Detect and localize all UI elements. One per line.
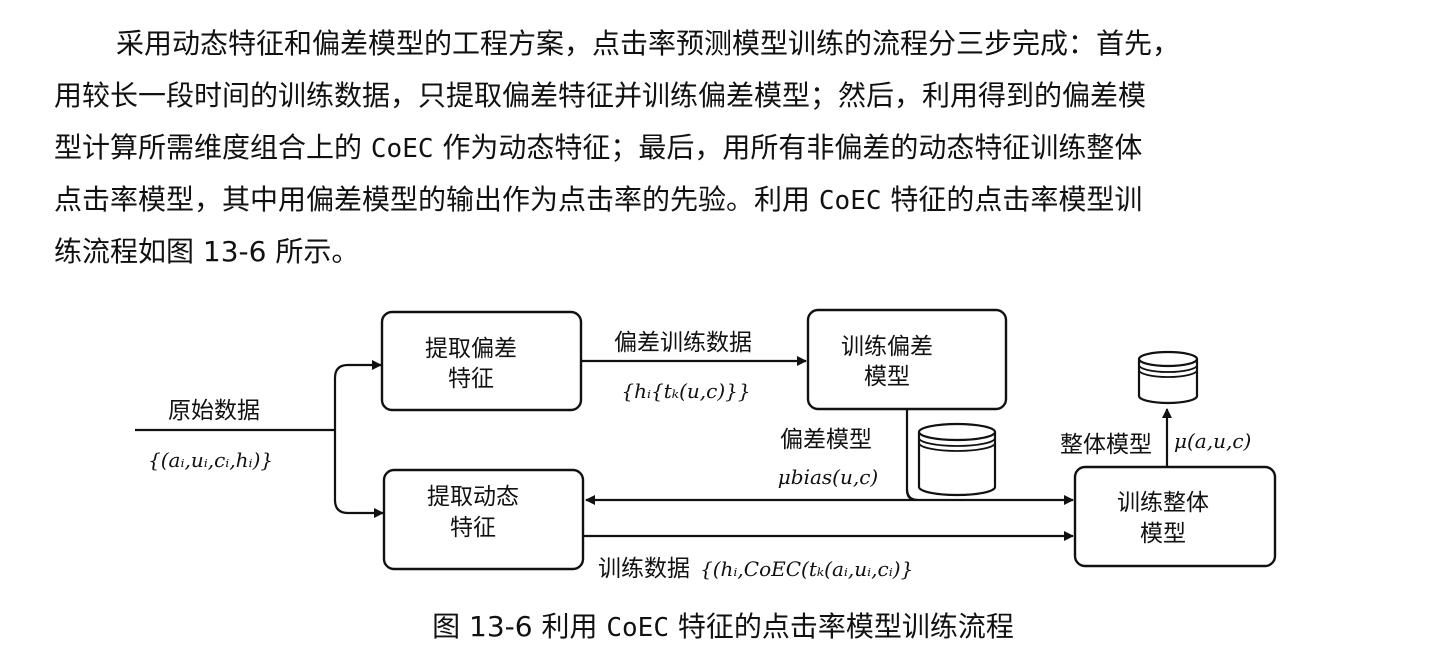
- paragraph-text: 用较长一段时间的训练数据，只提取偏差特征并训练偏差模型；然后，利用得到的偏差模: [54, 79, 1147, 112]
- train-overall-label-2: 模型: [1140, 521, 1186, 547]
- overall-model-label: 整体模型: [1060, 432, 1152, 458]
- paragraph-line-3: 型计算所需维度组合上的 CoEC 作为动态特征；最后，用所有非偏差的动态特征训练…: [54, 122, 1334, 174]
- arrow-to-extract-bias: [333, 360, 382, 430]
- input-math: {(aᵢ,uᵢ,cᵢ,hᵢ)}: [148, 448, 273, 472]
- paragraph-line-5: 练流程如图 13-6 所示。: [54, 226, 1334, 278]
- paragraph-text: 练流程如图: [54, 235, 203, 268]
- paragraph-line-4: 点击率模型，其中用偏差模型的输出作为点击率的先验。利用 CoEC 特征的点击率模…: [54, 174, 1334, 226]
- paragraph-term: CoEC: [370, 134, 434, 164]
- paragraph-line-1: 采用动态特征和偏差模型的工程方案，点击率预测模型训练的流程分三步完成：首先，: [54, 18, 1334, 70]
- paragraph-text: 点击率模型，其中用偏差模型的输出作为点击率的先验。利用: [54, 183, 819, 216]
- arrow-bias-to-overall: [905, 488, 1074, 505]
- train-data-math: {(hᵢ,CoEC(tₖ(aᵢ,uᵢ,cᵢ)}: [700, 557, 913, 581]
- bias-model-database-icon: [917, 422, 997, 497]
- train-bias-label-1: 训练偏差: [841, 334, 933, 360]
- figure-number: 13-6: [202, 235, 267, 268]
- extract-dynamic-label-2: 特征: [450, 515, 496, 541]
- caption-suffix: 特征的点击率模型训练流程: [668, 610, 1014, 643]
- figure-caption: 图 13-6 利用 CoEC 特征的点击率模型训练流程: [0, 605, 1446, 645]
- paragraph-text: 所示。: [266, 235, 360, 268]
- paragraph-text: 采用动态特征和偏差模型的工程方案，点击率预测模型训练的流程分三步完成：首先，: [116, 27, 1181, 60]
- caption-term: CoEC: [606, 613, 669, 643]
- overall-model-database-icon: [1137, 350, 1199, 405]
- train-overall-box: [1073, 465, 1277, 568]
- overall-model-math: μ(a,u,c): [1174, 429, 1251, 453]
- bias-model-label: 偏差模型: [780, 427, 872, 453]
- bias-train-data-label: 偏差训练数据: [614, 330, 752, 356]
- extract-dynamic-label-1: 提取动态: [427, 484, 519, 510]
- paragraph-line-2: 用较长一段时间的训练数据，只提取偏差特征并训练偏差模型；然后，利用得到的偏差模: [54, 70, 1334, 122]
- body-paragraph: 采用动态特征和偏差模型的工程方案，点击率预测模型训练的流程分三步完成：首先， 用…: [54, 18, 1334, 278]
- paragraph-term: CoEC: [818, 186, 882, 216]
- caption-prefix: 图 13-6 利用: [432, 610, 607, 643]
- extract-dynamic-box: [382, 468, 585, 571]
- extract-bias-label-1: 提取偏差: [425, 336, 517, 362]
- paragraph-text: 型计算所需维度组合上的: [54, 131, 371, 164]
- input-label: 原始数据: [168, 398, 260, 424]
- paragraph-text: 特征的点击率模型训: [881, 183, 1143, 216]
- bias-model-math: μbias(u,c): [778, 465, 878, 489]
- bias-train-data-math: {hᵢ{tₖ(u,c)}}: [621, 379, 750, 403]
- paragraph-text: 作为动态特征；最后，用所有非偏差的动态特征训练整体: [433, 131, 1143, 164]
- train-data-label: 训练数据: [598, 556, 690, 582]
- train-overall-label-1: 训练整体: [1117, 490, 1209, 516]
- extract-bias-label-2: 特征: [448, 366, 494, 392]
- arrow-to-extract-dynamic: [333, 430, 384, 518]
- train-bias-label-2: 模型: [864, 364, 910, 390]
